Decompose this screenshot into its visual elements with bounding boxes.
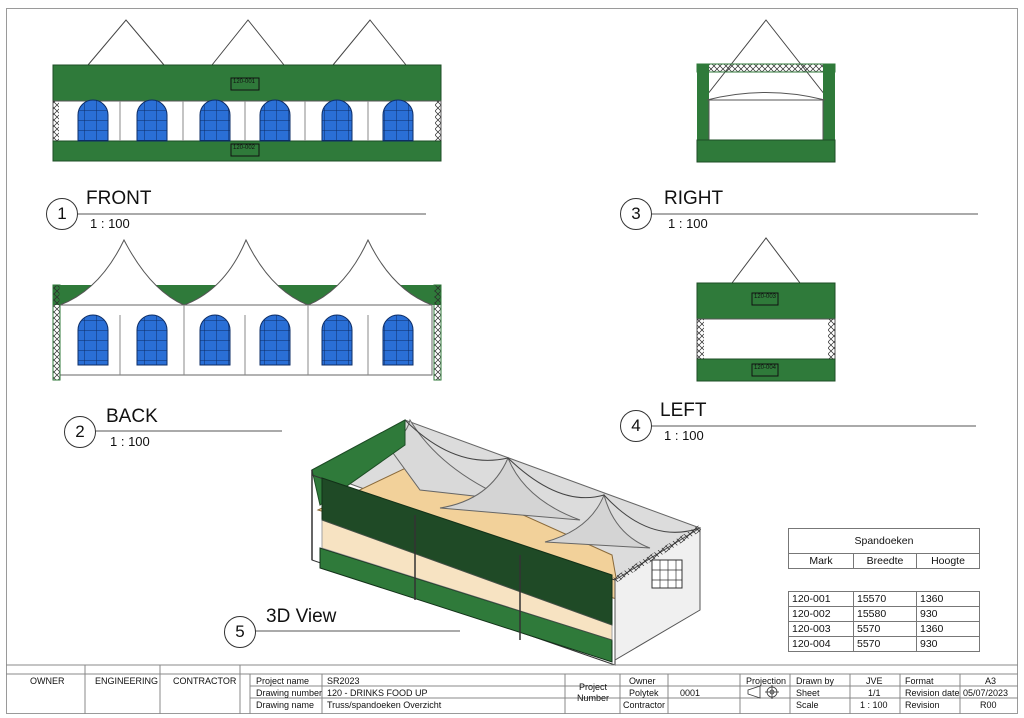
tag-left-bottom: 120-004: [754, 365, 777, 371]
left-elevation: [696, 237, 836, 382]
view-title-right: RIGHT: [664, 188, 724, 209]
spandoeken-schedule: Spandoeken Mark Breedte Hoogte 120-001 1…: [788, 528, 980, 652]
schedule-cell: 5570: [853, 621, 917, 637]
owner2-value: Polytek: [629, 688, 659, 698]
drawing-name: Truss/spandoeken Overzicht: [327, 700, 442, 710]
title-block-grid: [6, 664, 1018, 714]
schedule-title: Spandoeken: [788, 528, 980, 554]
revision-label: Revision: [905, 700, 940, 710]
view-number-front: 1: [46, 198, 78, 230]
revision-date: 05/07/2023: [963, 688, 1009, 698]
schedule-row: 120-004 5570 930: [788, 636, 980, 652]
contractor2-label: Contractor: [623, 700, 666, 710]
schedule-cell: 120-002: [788, 606, 854, 622]
drawn-by: JVE: [866, 676, 883, 686]
sheet-label: Sheet: [796, 688, 820, 698]
view-scale-back: 1 : 100: [110, 434, 150, 449]
tag-front-top: 120-001: [233, 79, 256, 85]
schedule-cell: 5570: [853, 636, 917, 652]
drawing-number-label: Drawing number: [256, 688, 323, 698]
project-number-label: Project Number: [576, 682, 609, 703]
scale-label: Scale: [796, 700, 819, 710]
front-windows: [77, 99, 414, 142]
sheet-frame: [6, 8, 1018, 714]
revision-value: R00: [980, 700, 997, 710]
view-scale-right: 1 : 100: [668, 216, 708, 231]
schedule-header-hoogte: Hoogte: [916, 553, 980, 569]
owner2-label: Owner: [629, 676, 656, 686]
view-number-3d: 5: [224, 616, 256, 648]
tag-front-bottom: 120-002: [233, 145, 256, 151]
schedule-cell: 930: [916, 636, 980, 652]
schedule-header-mark: Mark: [788, 553, 854, 569]
revision-date-label: Revision date: [905, 688, 960, 698]
project-name: SR2023: [327, 676, 360, 686]
schedule-cell: 930: [916, 606, 980, 622]
schedule-cell: 15570: [853, 591, 917, 607]
schedule-cell: 120-003: [788, 621, 854, 637]
drawn-by-label: Drawn by: [796, 676, 835, 686]
scale-value: 1 : 100: [860, 700, 888, 710]
schedule-cell: 1360: [916, 591, 980, 607]
drawing-number: 120 - DRINKS FOOD UP: [327, 688, 428, 698]
schedule-cell: 120-004: [788, 636, 854, 652]
back-elevation: [52, 238, 442, 381]
schedule-cell: 15580: [853, 606, 917, 622]
view-title-left: LEFT: [660, 400, 707, 421]
right-elevation: [696, 19, 836, 163]
drawing-name-label: Drawing name: [256, 700, 315, 710]
view-scale-front: 1 : 100: [90, 216, 130, 231]
schedule-row: 120-003 5570 1360: [788, 621, 980, 637]
schedule-spacer: [788, 568, 980, 592]
schedule-cell: 1360: [916, 621, 980, 637]
sheet-number: 1/1: [868, 688, 881, 698]
schedule-cell: 120-001: [788, 591, 854, 607]
projection-symbol: [747, 685, 779, 699]
project-name-label: Project name: [256, 676, 310, 686]
view-scale-left: 1 : 100: [664, 428, 704, 443]
project-number: 0001: [680, 688, 701, 698]
view-title-front: FRONT: [86, 188, 152, 209]
contractor-label: CONTRACTOR: [173, 676, 237, 686]
format-value: A3: [985, 676, 997, 686]
engineering-label: ENGINEERING: [95, 676, 159, 686]
schedule-header-breedte: Breedte: [853, 553, 917, 569]
schedule-row: 120-002 15580 930: [788, 606, 980, 622]
front-elevation: [52, 19, 442, 162]
view-number-right: 3: [620, 198, 652, 230]
owner-label: OWNER: [30, 676, 65, 686]
view-title-3d: 3D View: [266, 606, 337, 627]
format-label: Format: [905, 676, 934, 686]
isometric-3d-view: [310, 418, 702, 666]
view-title-back: BACK: [106, 406, 158, 427]
view-number-left: 4: [620, 410, 652, 442]
schedule-row: 120-001 15570 1360: [788, 591, 980, 607]
view-number-back: 2: [64, 416, 96, 448]
tag-left-top: 120-003: [754, 294, 777, 300]
projection-label: Projection: [746, 676, 787, 686]
